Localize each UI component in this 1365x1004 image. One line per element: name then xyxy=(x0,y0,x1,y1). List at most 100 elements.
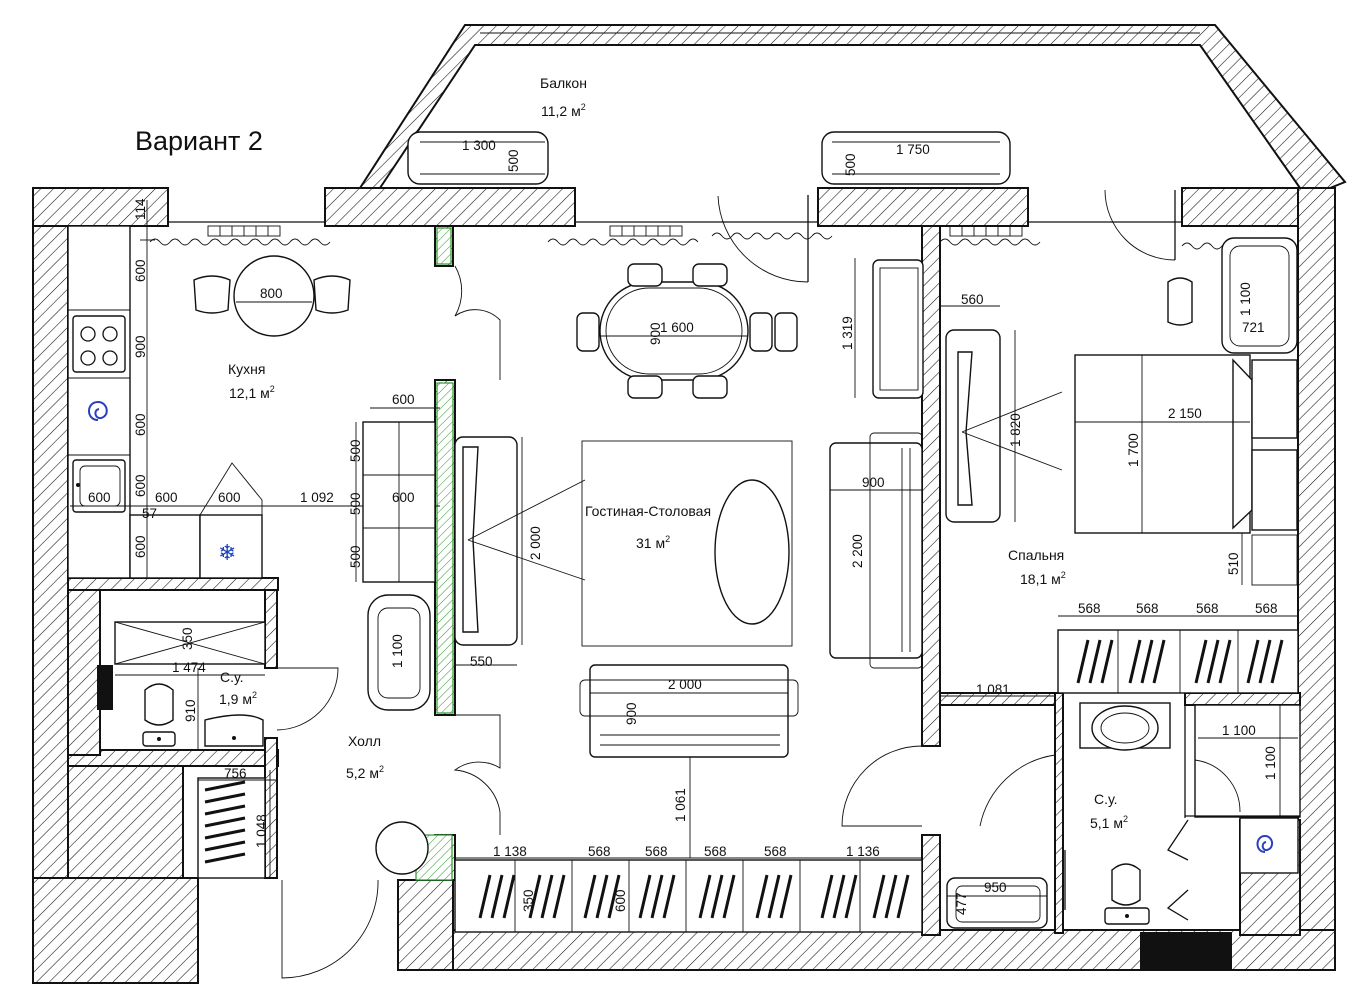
shelving-unit xyxy=(362,421,436,583)
dim-label: 560 xyxy=(961,292,984,307)
dim-label: 114 xyxy=(133,198,148,220)
wc-small-fixtures xyxy=(97,621,266,747)
dim-label: 1 600 xyxy=(660,320,694,335)
dim-label: 900 xyxy=(648,322,663,345)
dim-label: 568 xyxy=(1255,601,1278,616)
plan-title: Вариант 2 xyxy=(135,126,263,156)
hall-wardrobe xyxy=(454,859,923,933)
balcony-bench-right xyxy=(821,131,1011,185)
room-name-balcony: Балкон xyxy=(540,75,587,91)
balcony-doors xyxy=(717,189,1176,283)
entrance-door xyxy=(281,879,379,979)
dim-label: 568 xyxy=(764,844,787,859)
dim-label: 600 xyxy=(392,490,415,505)
dim-label: 950 xyxy=(984,880,1007,895)
dim-label: 500 xyxy=(348,492,363,515)
dim-label: 600 xyxy=(133,474,148,497)
bathroom-fixtures xyxy=(1064,702,1301,970)
dim-label: 568 xyxy=(588,844,611,859)
dim-label: 721 xyxy=(1242,320,1265,335)
dim-label: 57 xyxy=(142,506,157,521)
dim-label: 600 xyxy=(133,259,148,282)
dim-label: 600 xyxy=(133,535,148,558)
dim-label: 600 xyxy=(218,490,241,505)
bedroom-armchair xyxy=(1167,237,1298,354)
sofa-living xyxy=(829,432,923,669)
dim-label: 1 081 xyxy=(976,682,1010,697)
dim-label: 510 xyxy=(1226,552,1241,575)
door-wc-small xyxy=(276,667,339,731)
dim-label: 500 xyxy=(506,149,521,172)
bedroom-wardrobe xyxy=(1057,629,1299,694)
dim-label: 2 000 xyxy=(528,526,543,560)
dim-label: 900 xyxy=(624,702,639,725)
door-bathroom xyxy=(979,754,1056,827)
dim-label: 1 092 xyxy=(300,490,334,505)
dim-label: 600 xyxy=(88,490,111,505)
sofa-right-top xyxy=(872,259,924,399)
dim-label: 1 100 xyxy=(390,634,405,668)
room-name-wc-small: С.у. xyxy=(220,669,244,685)
dim-label: 600 xyxy=(133,413,148,436)
dining-table xyxy=(576,263,798,399)
corridor-bench xyxy=(946,877,1048,929)
dim-label: 800 xyxy=(260,286,283,301)
room-name-living: Гостиная-Столовая xyxy=(585,503,711,519)
room-area-kitchen: 12,1 м2 xyxy=(229,384,275,401)
dim-label: 500 xyxy=(348,439,363,462)
dim-label: 600 xyxy=(155,490,178,505)
kitchen-table xyxy=(193,255,351,337)
dim-label: 1 048 xyxy=(254,814,269,848)
sofa-horizontal xyxy=(579,664,799,758)
dim-label: 500 xyxy=(348,545,363,568)
dim-label: 568 xyxy=(1078,601,1101,616)
dim-label: 477 xyxy=(954,892,969,915)
dim-label: 500 xyxy=(843,153,858,176)
room-area-hall: 5,2 м2 xyxy=(346,764,384,781)
dim-label: 1 820 xyxy=(1008,413,1023,447)
room-area-balcony: 11,2 м2 xyxy=(541,102,586,119)
round-pouf xyxy=(375,821,429,875)
dim-label: 1 136 xyxy=(846,844,880,859)
dim-label: 1 300 xyxy=(462,138,496,153)
dim-label: 900 xyxy=(862,475,885,490)
tv-stand xyxy=(454,436,586,646)
dim-label: 1 100 xyxy=(1222,723,1256,738)
outer-walls xyxy=(32,24,1347,984)
dim-label: 350 xyxy=(521,889,536,912)
closet-hall xyxy=(197,777,266,879)
svg-text:❄: ❄ xyxy=(218,541,236,566)
dim-label: 600 xyxy=(613,889,628,912)
dim-label: 910 xyxy=(183,699,198,722)
dim-label: 756 xyxy=(224,766,247,781)
dim-label: 1 138 xyxy=(493,844,527,859)
dim-label: 600 xyxy=(392,392,415,407)
room-area-wc-small: 1,9 м2 xyxy=(219,690,257,707)
room-name-bedroom: Спальня xyxy=(1008,547,1064,563)
dim-label: 2 000 xyxy=(668,677,702,692)
armchair xyxy=(367,594,431,711)
dim-label: 568 xyxy=(1136,601,1159,616)
interior-walls xyxy=(67,225,1301,936)
dim-label: 550 xyxy=(470,654,493,669)
door-kitchen-living xyxy=(454,265,501,380)
dim-label: 350 xyxy=(180,627,195,650)
dim-label: 1 474 xyxy=(172,660,206,675)
room-name-hall: Холл xyxy=(348,733,381,749)
room-area-bath: 5,1 м2 xyxy=(1090,814,1128,831)
room-area-bedroom: 18,1 м2 xyxy=(1020,570,1066,587)
balcony-frame xyxy=(168,32,1200,223)
bed xyxy=(1074,354,1298,534)
dim-label: 1 100 xyxy=(1238,282,1253,316)
carpet xyxy=(581,440,793,647)
dim-label: 1 700 xyxy=(1126,433,1141,467)
dim-label: 2 150 xyxy=(1168,406,1202,421)
dim-label: 1 319 xyxy=(840,316,855,350)
room-area-living: 31 м2 xyxy=(636,534,670,551)
hob-swirl-icon xyxy=(88,400,108,421)
dim-label: 1 750 xyxy=(896,142,930,157)
sink-icon xyxy=(72,459,126,513)
room-name-kitchen: Кухня xyxy=(228,361,265,377)
bedroom-tv xyxy=(945,329,1063,523)
